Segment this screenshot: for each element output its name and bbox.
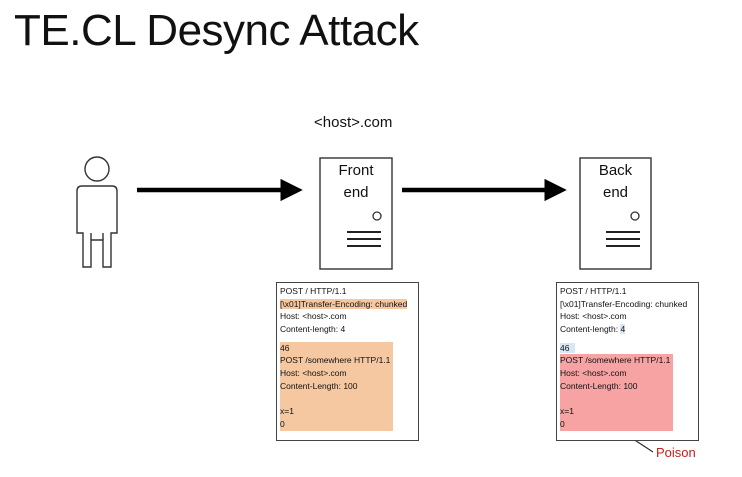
- slide-title: TE.CL Desync Attack: [14, 6, 419, 55]
- back-end-request-box: POST / HTTP/1.1 [\x01]Transfer-Encoding:…: [556, 282, 699, 441]
- back-end-server-icon: [579, 157, 652, 270]
- request-line: Host: <host>.com: [280, 311, 347, 322]
- poison-label: Poison: [656, 445, 696, 460]
- front-end-label-line2: end: [343, 184, 369, 201]
- request-line: [560, 393, 673, 406]
- request-line: Host: <host>.com: [280, 368, 347, 379]
- back-end-label-line1: Back: [598, 162, 633, 179]
- request-line: Content-length: 4: [560, 323, 695, 336]
- request-line: [\x01]Transfer-Encoding: chunked: [280, 298, 415, 311]
- request-line: Content-Length: 100: [280, 380, 358, 391]
- user-icon: [76, 156, 118, 268]
- front-end-label-line1: Front: [338, 162, 374, 179]
- content-length-value-highlight: 4: [620, 324, 626, 335]
- request-line: POST / HTTP/1.1: [560, 286, 627, 296]
- request-line: Host: <host>.com: [560, 368, 627, 379]
- request-line: Content-Length: 100: [560, 380, 638, 391]
- back-end-label: Back end: [580, 160, 651, 204]
- request-line: Host: <host>.com: [560, 311, 627, 322]
- request-line: 0: [280, 418, 285, 429]
- back-end-label-line2: end: [602, 184, 629, 201]
- front-end-request-box: POST / HTTP/1.1 [\x01]Transfer-Encoding:…: [276, 282, 419, 441]
- request-line: 46: [560, 342, 673, 355]
- chunk-size-highlight: 46: [560, 342, 576, 353]
- request-line: 46: [280, 342, 290, 353]
- request-line: [280, 393, 393, 406]
- poison-highlight: POST /somewhere HTTP/1.1 Host: <host>.co…: [560, 354, 673, 431]
- host-label: <host>.com: [314, 114, 393, 131]
- request-line: x=1: [280, 406, 294, 417]
- transfer-encoding-highlight: [\x01]Transfer-Encoding: chunked: [280, 298, 408, 309]
- front-end-label: Front end: [320, 160, 392, 204]
- content-length-label: Content-length:: [560, 324, 621, 335]
- request-line: POST / HTTP/1.1: [280, 286, 347, 296]
- request-line: POST /somewhere HTTP/1.1: [280, 355, 391, 366]
- request-line: 0: [560, 418, 565, 429]
- request-line: x=1: [560, 406, 574, 417]
- back-body: 46 POST /somewhere HTTP/1.1 Host: <host>…: [560, 342, 673, 431]
- request-line: Content-length: 4: [280, 324, 346, 335]
- request-line: POST /somewhere HTTP/1.1: [560, 355, 671, 366]
- front-end-server-icon: [319, 157, 393, 270]
- front-body-highlight: 46 POST /somewhere HTTP/1.1 Host: <host>…: [280, 341, 393, 431]
- request-line: [\x01]Transfer-Encoding: chunked: [560, 298, 688, 309]
